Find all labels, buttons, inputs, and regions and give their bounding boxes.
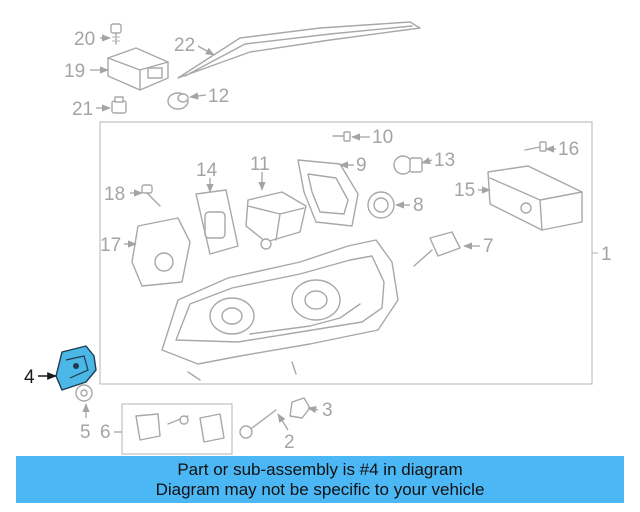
callout-16: 16 [558, 139, 579, 160]
callout-9: 9 [356, 155, 367, 176]
headlamp-assembly[interactable] [161, 239, 399, 381]
callout-8: 8 [413, 195, 424, 216]
part-5-clip[interactable] [75, 384, 93, 402]
callout-17: 17 [100, 235, 121, 256]
callout-14: 14 [196, 160, 218, 181]
part-12-grommet[interactable] [167, 92, 189, 110]
callout-15: 15 [454, 180, 475, 201]
part-20-screw[interactable] [110, 23, 122, 45]
callout-2: 2 [284, 432, 295, 453]
part-9-cover[interactable] [297, 159, 359, 227]
callout-18: 18 [104, 184, 125, 205]
callout-10: 10 [372, 127, 393, 148]
callout-19: 19 [64, 61, 85, 82]
part-19-module[interactable] [107, 47, 169, 91]
banner-line-part-number: Part or sub-assembly is #4 in diagram [177, 459, 463, 479]
part-13-bulb[interactable] [393, 155, 423, 175]
callout-3: 3 [322, 400, 333, 421]
callout-5: 5 [80, 422, 91, 443]
part-18-screw[interactable] [141, 184, 161, 207]
part-15-control-unit[interactable] [487, 165, 583, 231]
callout-22: 22 [174, 35, 195, 56]
callout-13: 13 [434, 150, 455, 171]
part-8-cap[interactable] [367, 191, 395, 219]
callout-6: 6 [100, 422, 111, 443]
part-7-bulb[interactable] [413, 231, 461, 267]
part-11-motor[interactable] [245, 191, 307, 250]
part-3-nut[interactable] [289, 397, 311, 419]
part-2-bolt[interactable] [239, 409, 277, 439]
callout-20: 20 [74, 29, 95, 50]
part-17-module[interactable] [131, 217, 191, 287]
part-6-kit[interactable] [121, 403, 233, 455]
callout-1: 1 [601, 244, 612, 265]
callout-12: 12 [208, 86, 229, 107]
parts-diagram: 20 19 21 22 12 10 16 13 9 14 11 15 18 8 … [24, 21, 612, 455]
part-16-screw[interactable] [524, 141, 547, 152]
callout-7: 7 [483, 236, 494, 257]
info-banner: Part or sub-assembly is #4 in diagram Di… [16, 456, 624, 503]
part-22-trim[interactable] [177, 21, 421, 79]
callout-11: 11 [250, 154, 270, 175]
part-14-ballast[interactable] [195, 189, 239, 255]
part-21-nut[interactable] [111, 96, 127, 114]
callout-21: 21 [72, 99, 93, 120]
callout-4-highlighted: 4 [24, 367, 35, 388]
part-4-bracket-highlighted[interactable] [55, 345, 97, 391]
banner-line-disclaimer: Diagram may not be specific to your vehi… [155, 479, 485, 499]
part-10-screw[interactable] [332, 131, 351, 142]
